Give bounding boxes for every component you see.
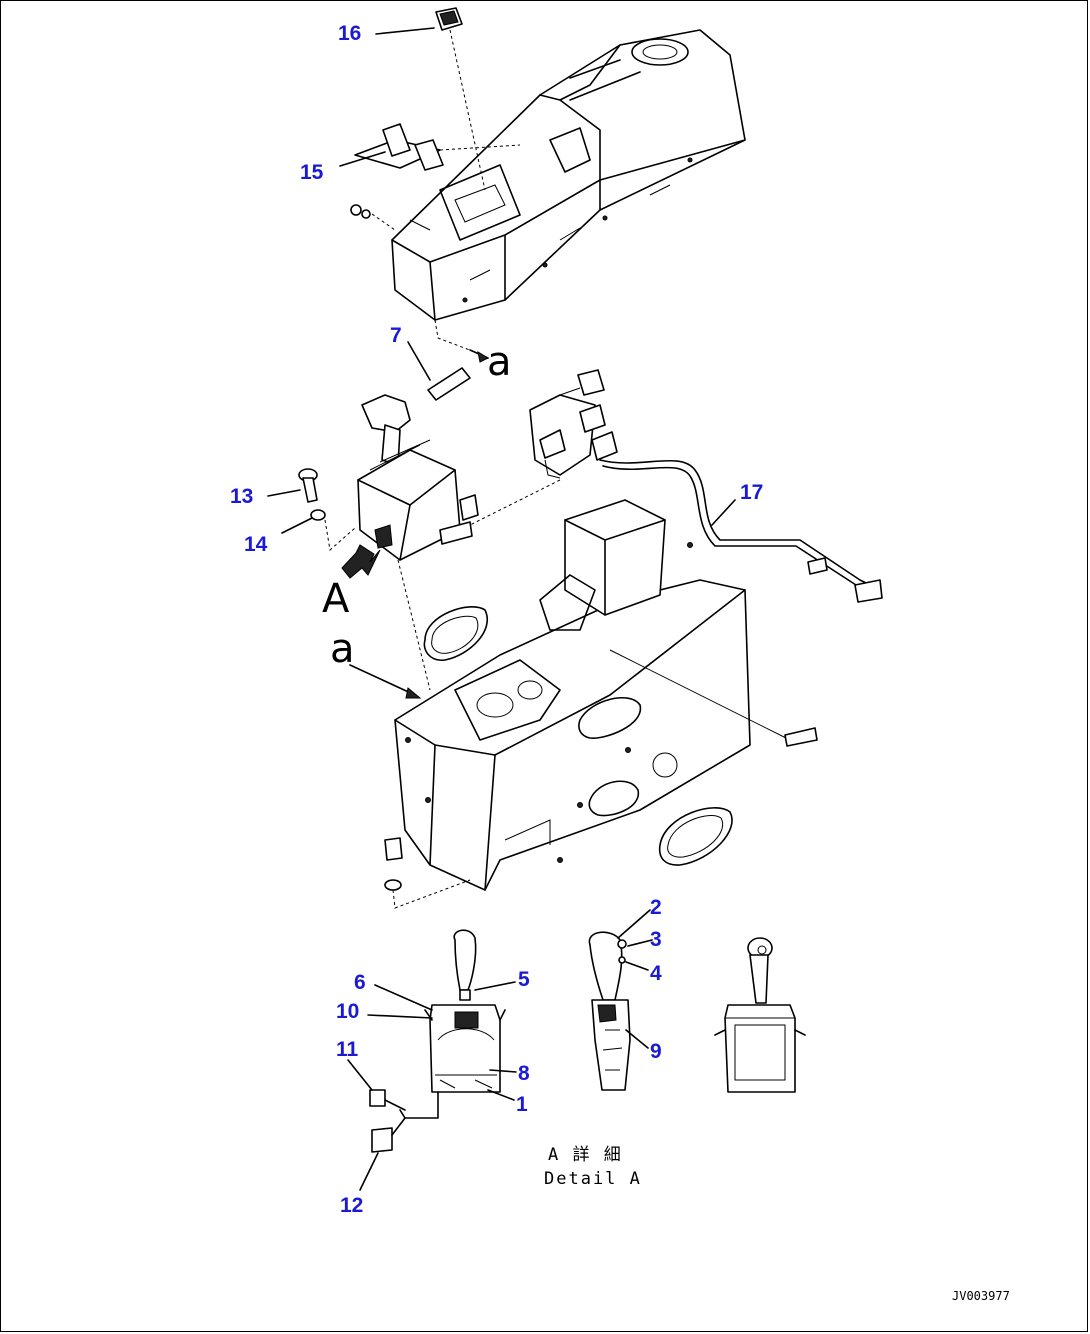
shift-lever-assembly — [357, 394, 479, 691]
view-arrow-a — [341, 544, 381, 579]
wiring-harness-part-17 — [469, 369, 883, 603]
callout-9: 9 — [650, 1040, 662, 1063]
callout-5: 5 — [518, 968, 530, 991]
ref-label-a-bottom: a — [330, 626, 355, 672]
console-cover — [391, 29, 746, 321]
console-base — [394, 499, 818, 891]
detail-a-rear-view — [714, 937, 806, 1093]
callout-11: 11 — [336, 1038, 359, 1061]
callout-8: 8 — [518, 1062, 530, 1085]
callout-17: 17 — [740, 481, 763, 504]
callout-4: 4 — [650, 962, 662, 985]
detail-a-front-view — [369, 929, 506, 1153]
view-label-a: A — [322, 576, 350, 622]
callout-6: 6 — [354, 971, 366, 994]
callout-10: 10 — [336, 1000, 359, 1023]
ref-label-a-top: a — [487, 339, 512, 385]
detail-title-en: Detail A — [544, 1169, 642, 1189]
drawing-code: JV003977 — [952, 1289, 1010, 1303]
callout-13: 13 — [230, 485, 253, 508]
leader-lines — [267, 27, 736, 1191]
switch-part-16 — [435, 7, 486, 191]
pad-part-7 — [427, 367, 471, 401]
callout-16: 16 — [338, 22, 361, 45]
callout-1: 1 — [516, 1093, 528, 1116]
callout-labels: 16 15 7 13 14 17 2 3 4 5 6 10 11 8 1 9 1… — [230, 22, 763, 1217]
callout-7: 7 — [390, 324, 402, 347]
callout-12: 12 — [340, 1194, 363, 1217]
callout-15: 15 — [300, 161, 324, 184]
callout-3: 3 — [650, 928, 662, 951]
washer-part-14 — [310, 509, 326, 521]
bolt-part-13 — [298, 468, 318, 503]
callout-14: 14 — [244, 533, 268, 556]
base-bolt — [384, 837, 471, 909]
detail-title-jp: A 詳 細 — [548, 1145, 623, 1165]
switch-part-15 — [350, 123, 521, 231]
callout-2: 2 — [650, 896, 662, 919]
grommet — [658, 807, 733, 866]
detail-a-side-view — [588, 931, 631, 1091]
